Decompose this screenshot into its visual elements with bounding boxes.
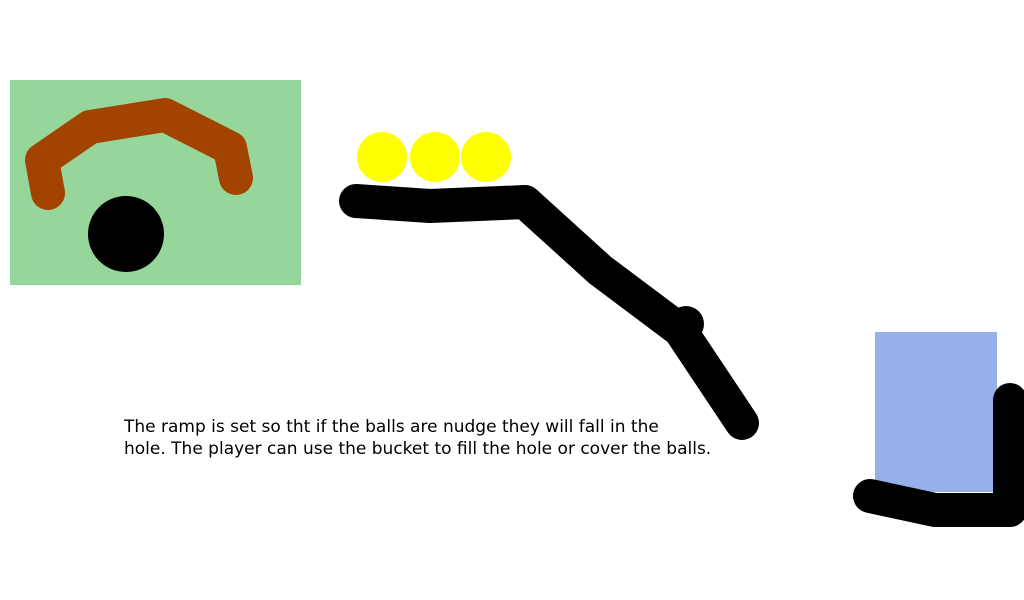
scene-caption: The ramp is set so tht if the balls are …: [124, 416, 764, 460]
bucket-fill: [875, 332, 997, 492]
inset-panel: [10, 80, 301, 285]
bucket-handle: [25, 98, 253, 210]
caption-line-2: hole. The player can use the bucket to f…: [124, 439, 712, 459]
ramp-knob: [668, 306, 704, 342]
ramp: [339, 184, 759, 440]
ramp-stroke: [339, 184, 759, 440]
ball-1[interactable]: [357, 132, 407, 182]
bucket[interactable]: [853, 332, 1024, 527]
balls-group: [357, 132, 511, 182]
ball-3[interactable]: [461, 132, 511, 182]
bucket-outline: [853, 383, 1024, 527]
caption-line-1: The ramp is set so tht if the balls are …: [124, 417, 659, 437]
ball-2[interactable]: [410, 132, 460, 182]
hole: [88, 196, 164, 272]
